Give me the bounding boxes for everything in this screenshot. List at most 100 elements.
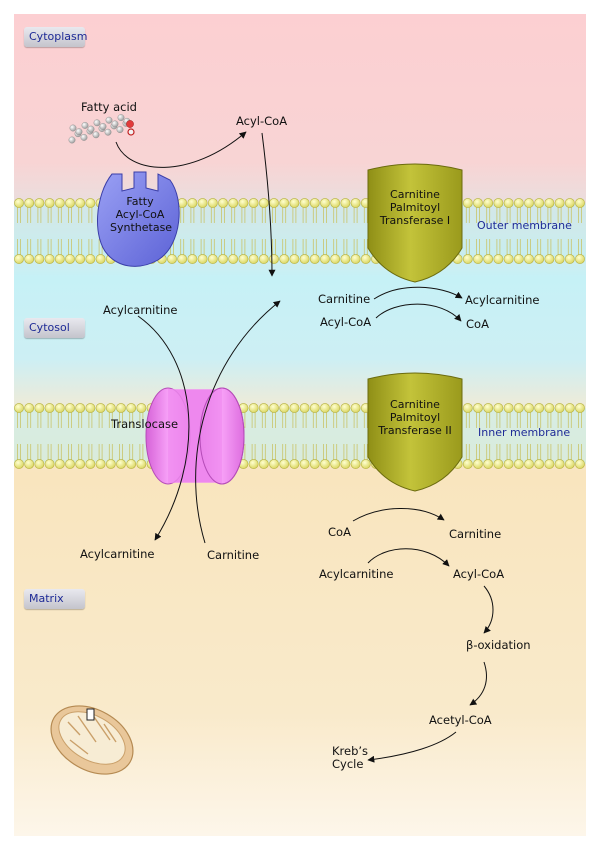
outer-membrane-lipid-head	[503, 198, 514, 208]
outer-membrane-lipid-tails	[78, 207, 83, 255]
outer-membrane-lipid-head	[483, 198, 494, 208]
outer-membrane-lipid-tails	[343, 207, 348, 255]
inner-membrane-lipid-head	[24, 403, 35, 413]
fatty-acid-oxygen-atom	[126, 120, 134, 128]
inner-membrane-lipid-head	[575, 459, 585, 469]
inner-membrane-lipid-tails	[312, 412, 317, 460]
inner-membrane-lipid-head	[493, 459, 504, 469]
region-tag-cytoplasm: Cytoplasm	[24, 27, 87, 47]
fatty-acyl-coa-synthetase-shape	[97, 171, 180, 267]
inner-membrane-lipid-tails	[465, 412, 470, 460]
fatty-acid-atom	[80, 133, 88, 141]
outer-membrane-lipid-head	[258, 198, 269, 208]
outer-membrane-lipid-head	[207, 198, 218, 208]
inner-membrane-lipid-head	[462, 459, 473, 469]
cpt2-label: Carnitine Palmitoyl Transferase II	[372, 398, 458, 437]
outer-membrane-lipid-head	[197, 254, 208, 264]
inner-membrane-lipid-head	[503, 459, 514, 469]
inner-membrane-lipid-head	[269, 403, 279, 413]
outer-membrane-lipid-tails	[272, 207, 276, 255]
coa-cpt1-label: CoA	[466, 317, 489, 331]
outer-membrane-lipid-head	[320, 254, 330, 264]
inner-membrane-lipid-head	[524, 459, 534, 469]
outer-membrane-lipid-head	[269, 254, 279, 264]
inner-membrane-lipid-head	[524, 403, 534, 413]
inner-membrane-lipid-head	[85, 403, 96, 413]
outer-membrane-lipid-head	[320, 198, 330, 208]
arrow-fatty-acid-to-acyl-coa	[115, 131, 247, 168]
outer-membrane-lipid-tails	[527, 207, 531, 255]
inner-membrane-lipid-head	[258, 459, 269, 469]
inner-membrane-lipid-head	[116, 459, 126, 469]
cpt1-label-line-3: Transferase I	[379, 214, 451, 227]
outer-membrane-lipid-head	[544, 198, 555, 208]
fatty-acid-atom	[69, 124, 77, 132]
inner-membrane-lipid-head	[289, 403, 300, 413]
outer-membrane-lipid-tails	[47, 207, 52, 255]
outer-membrane-lipid-head	[44, 198, 55, 208]
inner-membrane-lipid-head	[483, 403, 494, 413]
coa-cpt2-label: CoA	[328, 525, 351, 539]
synthetase-label: Fatty Acyl-CoA Synthetase	[110, 195, 172, 234]
arrow-acetyl-coa-to-krebs	[367, 731, 457, 763]
synthetase-label-line-2: Acyl-CoA	[115, 208, 165, 221]
outer-membrane-lipid-head	[462, 254, 473, 264]
arrow-acyl-coa-to-beta-oxidation	[483, 585, 494, 634]
inner-membrane-lipid-head	[564, 403, 575, 413]
outer-membrane-lipid-head	[248, 198, 259, 208]
fatty-acid-atom	[68, 136, 76, 144]
pathway-arrows	[115, 131, 494, 763]
arrow-beta-oxidation-to-acetyl-coa	[469, 661, 487, 706]
outer-membrane-lipid-tails	[88, 207, 93, 255]
inner-membrane-lipid-tails	[567, 412, 572, 460]
acylcarnitine-cytosol-label: Acylcarnitine	[103, 303, 178, 317]
inner-membrane-lipid-tails	[139, 412, 144, 460]
inner-membrane-lipid-tails	[506, 412, 511, 460]
inner-membrane-lipid-tails	[302, 412, 307, 460]
outer-membrane-lipid-head	[14, 198, 24, 208]
inner-membrane-lipid-head	[473, 459, 483, 469]
inner-membrane-lipid-head	[320, 459, 330, 469]
outer-membrane-lipid-tails	[547, 207, 552, 255]
inner-membrane-lipid-head	[95, 403, 106, 413]
fatty-acid-atom	[93, 119, 101, 127]
outer-membrane-lipid-tails	[251, 207, 256, 255]
inner-membrane-lipid-head	[34, 459, 45, 469]
outer-membrane-lipid-head	[544, 254, 555, 264]
outer-membrane-lipid-head	[65, 254, 75, 264]
inner-membrane-lipid-head	[309, 403, 320, 413]
inner-membrane-lipid-tails	[547, 412, 552, 460]
outer-membrane-lipid-head	[493, 254, 504, 264]
fatty-acid-atom	[92, 131, 100, 139]
inner-membrane-lipid-tails	[282, 412, 287, 460]
outer-membrane-lipid-head	[187, 198, 198, 208]
outer-membrane-lipid-head	[473, 198, 483, 208]
inner-membrane-lipid-tails	[343, 412, 348, 460]
outer-membrane-lipid-head	[167, 254, 177, 264]
cpt1-label: Carnitine Palmitoyl Transferase I	[372, 188, 458, 227]
outer-membrane-lipid-head	[14, 254, 24, 264]
inner-membrane-lipid-head	[350, 403, 361, 413]
cpt1-label-line-2: Palmitoyl	[389, 201, 441, 214]
outer-membrane-lipid-tails	[190, 207, 195, 255]
outer-membrane-lipid-tails	[506, 207, 511, 255]
krebs-cycle-label-line-1: Kreb’s	[332, 744, 369, 758]
region-tag-matrix: Matrix	[24, 589, 85, 609]
inner-membrane-lipid-head	[126, 459, 137, 469]
outer-membrane-lipid-head	[258, 254, 269, 264]
inner-membrane-label: Inner membrane	[478, 426, 571, 439]
outer-membrane-lipid-head	[228, 254, 239, 264]
outer-membrane-lipid-head	[65, 198, 75, 208]
carnitine-cpt1-label: Carnitine	[318, 292, 371, 306]
arrow-cpt1-carnitine-to-acylcarnitine	[373, 286, 463, 300]
outer-membrane-lipid-head	[24, 198, 35, 208]
inner-membrane-lipid-head	[340, 403, 351, 413]
inner-membrane-lipid-tails	[98, 412, 103, 460]
inner-membrane-lipid-head	[320, 403, 330, 413]
outer-membrane-lipid-tails	[231, 207, 236, 255]
outer-membrane-lipid-head	[248, 254, 259, 264]
acylcarnitine-matrix-label: Acylcarnitine	[80, 547, 155, 561]
acylcarnitine-cpt2-label: Acylcarnitine	[319, 567, 394, 581]
inner-membrane-lipid-head	[330, 459, 341, 469]
inner-membrane-lipid-head	[350, 459, 361, 469]
